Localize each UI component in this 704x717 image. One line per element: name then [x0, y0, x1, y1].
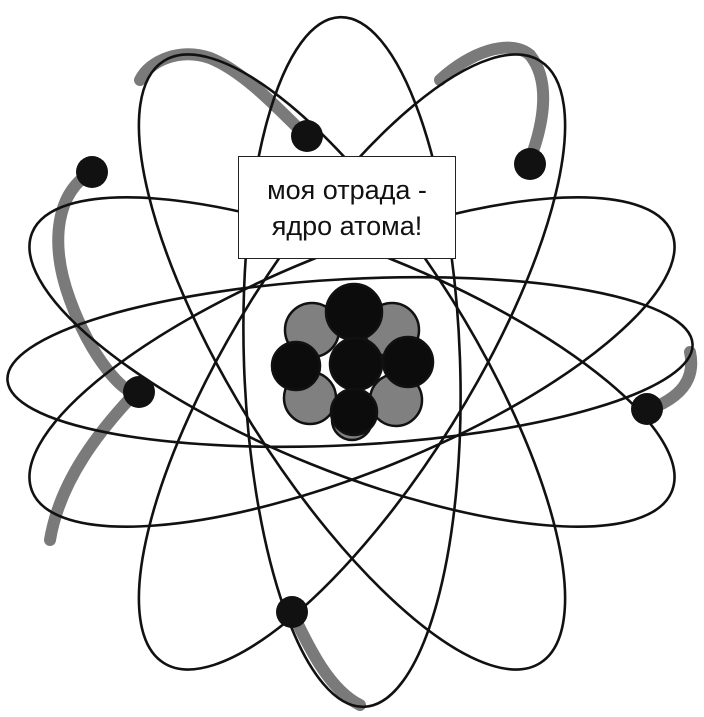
electron: [514, 148, 546, 180]
highlight-upper-right: [440, 48, 543, 160]
caption-line-1: моя отрада -: [267, 172, 427, 208]
electron: [631, 393, 663, 425]
electron: [291, 120, 323, 152]
nucleus-dark-particle: [331, 389, 377, 435]
highlight-bottom: [292, 612, 360, 705]
nucleus: [272, 284, 433, 440]
electron: [76, 156, 108, 188]
electron: [123, 376, 155, 408]
nucleus-dark-particle: [272, 342, 320, 390]
electron: [276, 596, 308, 628]
caption-line-2: ядро атома!: [272, 208, 423, 244]
nucleus-dark-particle: [383, 337, 433, 387]
nucleus-dark-particle: [326, 284, 382, 340]
nucleus-dark-particle: [330, 338, 382, 390]
caption-box: моя отрада - ядро атома!: [238, 156, 456, 259]
